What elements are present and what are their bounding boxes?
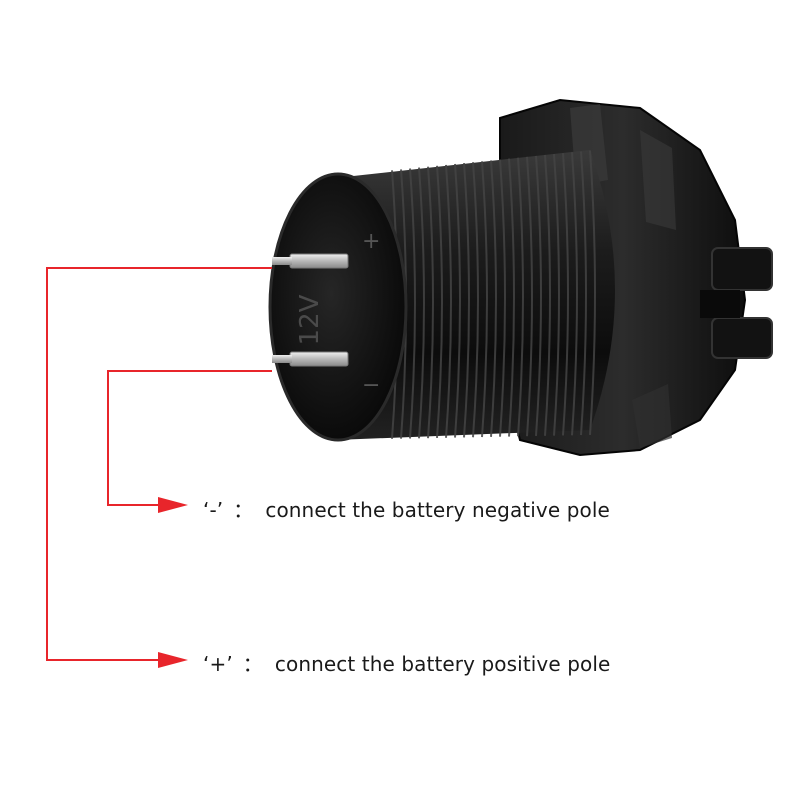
svg-text:12V: 12V bbox=[295, 294, 325, 345]
socket-face: 12V + − bbox=[268, 172, 408, 442]
threaded-barrel bbox=[335, 150, 615, 440]
svg-text:−: − bbox=[362, 373, 380, 398]
negative-terminal bbox=[272, 351, 349, 367]
svg-text:+: + bbox=[362, 229, 380, 254]
leader-lines bbox=[46, 267, 272, 668]
positive-terminal bbox=[272, 253, 349, 269]
positive-arrow-icon bbox=[158, 652, 188, 668]
positive-leader-line bbox=[46, 267, 272, 661]
positive-separator: ： bbox=[242, 652, 263, 676]
negative-instruction: connect the battery negative pole bbox=[265, 498, 610, 522]
negative-leader-line bbox=[107, 370, 272, 506]
positive-symbol: ‘+’ bbox=[203, 652, 233, 676]
negative-arrow-icon bbox=[158, 497, 188, 513]
negative-pole-caption: ‘-’ ： connect the battery negative pole bbox=[203, 494, 610, 523]
positive-pole-caption: ‘+’ ： connect the battery positive pole bbox=[203, 648, 610, 677]
negative-symbol: ‘-’ bbox=[203, 498, 224, 522]
positive-instruction: connect the battery positive pole bbox=[274, 652, 611, 676]
negative-separator: ： bbox=[233, 498, 254, 522]
